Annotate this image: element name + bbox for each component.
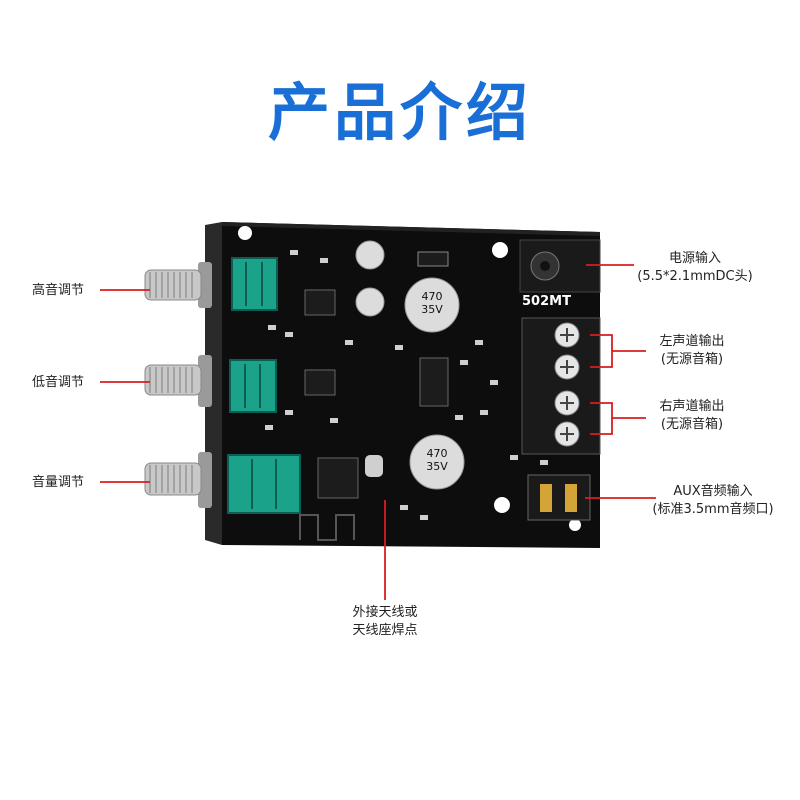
bass-knob [144, 355, 212, 407]
crystal [365, 455, 383, 477]
pcb-top-highlight [222, 222, 600, 236]
svg-text:35V: 35V [421, 303, 443, 316]
small-capacitor [355, 240, 385, 270]
svg-text:35V: 35V [426, 460, 448, 473]
volume-pot [227, 454, 301, 514]
pcb-antenna-trace [299, 514, 355, 541]
left-output-title: 左声道输出 [659, 334, 725, 349]
amp-ic [419, 357, 449, 407]
power-input-title: 电源输入 [668, 251, 721, 266]
mounting-hole [494, 497, 510, 513]
antenna-line-1: 外接天线或 [352, 605, 418, 620]
callout-lines [100, 264, 656, 600]
treble-pot [231, 257, 278, 311]
svg-text:470: 470 [422, 290, 443, 303]
mounting-hole [569, 519, 581, 531]
right-output-note: (无源音箱) [660, 417, 724, 432]
bluetooth-ic [317, 457, 359, 499]
opamp-ic [304, 289, 336, 316]
smd-components [265, 250, 548, 520]
left-output-label: 左声道输出 (无源音箱) [644, 333, 740, 369]
page-title: 产品介绍 [267, 76, 532, 149]
volume-knob [144, 452, 212, 508]
bass-label: 低音调节 [32, 375, 85, 390]
right-output-label: 右声道输出 (无源音箱) [644, 398, 740, 434]
opamp-ic [304, 369, 336, 396]
dc-power-jack [519, 239, 601, 293]
left-output-note: (无源音箱) [660, 352, 724, 367]
antenna-line-2: 天线座焊点 [352, 623, 418, 638]
antenna-label: 外接天线或 天线座焊点 [330, 604, 440, 640]
power-input-spec: (5.5*2.1mmDC头) [637, 269, 753, 284]
bass-pot [229, 359, 277, 413]
electrolytic-capacitor: 470 35V [409, 434, 465, 490]
electrolytic-capacitor: 470 35V [404, 277, 460, 333]
volume-label: 音量调节 [32, 475, 85, 490]
power-input-label: 电源输入 (5.5*2.1mmDC头) [630, 250, 760, 286]
aux-input-label: AUX音频输入 (标准3.5mm音频口) [638, 483, 788, 519]
speaker-terminal-block [521, 317, 601, 455]
treble-label: 高音调节 [32, 283, 85, 298]
svg-text:470: 470 [427, 447, 448, 460]
board-model-label: 502MT [522, 294, 571, 309]
diode [417, 251, 449, 267]
aux-audio-jack [527, 474, 591, 521]
mounting-hole [492, 242, 508, 258]
treble-knob [144, 262, 212, 308]
aux-input-title: AUX音频输入 [673, 484, 753, 499]
aux-input-spec: (标准3.5mm音频口) [652, 502, 774, 517]
small-capacitor [355, 287, 385, 317]
mounting-hole [238, 226, 252, 240]
right-output-title: 右声道输出 [659, 399, 725, 414]
